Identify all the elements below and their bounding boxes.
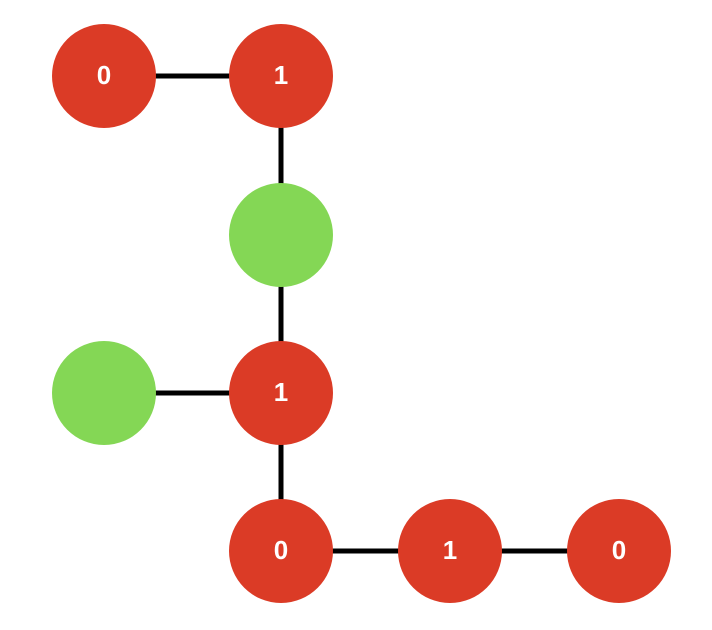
nodes-layer: 0 1 1 0 1 0 — [52, 24, 671, 603]
node-label: 0 — [612, 535, 626, 565]
node-circle-red — [398, 499, 502, 603]
node-circle-red — [229, 341, 333, 445]
node-n6: 0 — [229, 499, 333, 603]
node-circle-red — [567, 499, 671, 603]
node-n2: 1 — [229, 24, 333, 128]
node-n3 — [229, 183, 333, 287]
node-n1: 0 — [52, 24, 156, 128]
node-label: 1 — [274, 377, 288, 407]
node-n4 — [52, 341, 156, 445]
node-n7: 1 — [398, 499, 502, 603]
node-circle-red — [229, 499, 333, 603]
node-label: 1 — [274, 60, 288, 90]
node-circle-green — [52, 341, 156, 445]
node-circle-red — [52, 24, 156, 128]
node-circle-green — [229, 183, 333, 287]
node-label: 0 — [97, 60, 111, 90]
node-label: 0 — [274, 535, 288, 565]
edges-layer — [104, 73, 619, 554]
node-circle-red — [229, 24, 333, 128]
node-label: 1 — [443, 535, 457, 565]
node-n5: 1 — [229, 341, 333, 445]
node-n8: 0 — [567, 499, 671, 603]
